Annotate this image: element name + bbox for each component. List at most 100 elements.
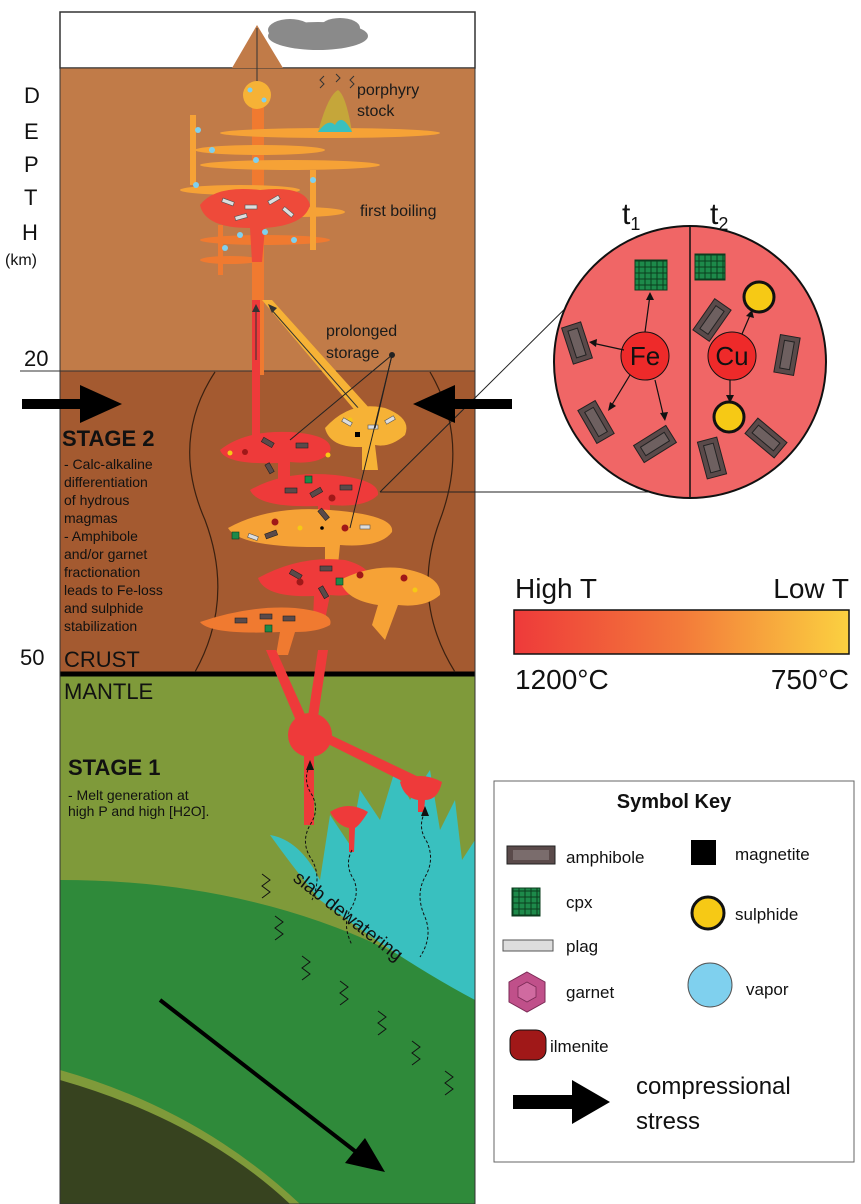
cpx-crystal <box>265 625 272 632</box>
magnetite-crystal <box>320 526 324 530</box>
vapor-icon <box>688 963 732 1007</box>
inset-t1-subscript: 1 <box>630 214 640 234</box>
vapor-bubble <box>310 177 316 183</box>
temperature-high-value: 1200°C <box>515 664 609 695</box>
ash-cloud-puff-2 <box>320 18 360 38</box>
vapor-bubble <box>222 245 228 251</box>
porphyry-label: porphyry <box>357 82 419 99</box>
ilmenite-crystal <box>242 449 248 455</box>
ilmenite-crystal <box>357 572 364 579</box>
cpx-icon <box>512 888 540 916</box>
stage1-desc-line: - Melt generation at <box>68 787 189 803</box>
stage1-title: STAGE 1 <box>68 755 161 780</box>
amphibole-crystal <box>283 616 295 621</box>
depth-mark-20: 20 <box>24 346 48 371</box>
vapor-bubble <box>209 147 215 153</box>
amphibole-crystal <box>296 443 308 448</box>
vapor-bubble <box>237 232 243 238</box>
ilmenite-icon <box>510 1030 546 1060</box>
key-label-stress: stress <box>636 1108 700 1135</box>
depth-letter: T <box>24 185 37 210</box>
key-label-magnetite: magnetite <box>735 845 810 864</box>
depth-letter: H <box>22 220 38 245</box>
inset-cpx <box>635 260 667 290</box>
storage-label: storage <box>326 345 379 362</box>
sulphide-icon <box>692 897 724 929</box>
temperature-low-label: Low T <box>773 573 849 604</box>
magnetite-icon <box>691 840 716 865</box>
amphibole-crystal <box>340 485 352 490</box>
magnetite-crystal <box>355 432 360 437</box>
temperature-low-value: 750°C <box>771 664 849 695</box>
stage2-desc-line: differentiation <box>64 474 148 490</box>
depth-letter: D <box>24 83 40 108</box>
vapor-bubble <box>291 237 297 243</box>
plag-crystal <box>368 425 378 429</box>
amphibole-crystal <box>260 614 272 619</box>
sulphide-crystal <box>326 453 331 458</box>
stage2-desc-line: fractionation <box>64 564 140 580</box>
pointer-dot <box>390 353 395 358</box>
vapor-bubble <box>262 229 268 235</box>
stage2-desc-line: magmas <box>64 510 118 526</box>
depth-axis: D E P T H (km) 20 50 <box>5 83 48 670</box>
inset-fe-label: Fe <box>630 341 660 371</box>
stage2-desc-line: stabilization <box>64 618 137 634</box>
stage2-desc-line: - Calc-alkaline <box>64 456 153 472</box>
first-boiling-label: first boiling <box>360 203 436 220</box>
key-label-cpx: cpx <box>566 893 593 912</box>
key-label-amphibole: amphibole <box>566 848 644 867</box>
crust-label: CRUST <box>64 647 140 672</box>
key-label-garnet: garnet <box>566 983 614 1002</box>
vapor-bubble <box>195 127 201 133</box>
left-arrow-shaft <box>22 399 82 409</box>
temperature-gradient-bar <box>514 610 849 654</box>
depth-letter: P <box>24 152 39 177</box>
cpx-crystal <box>336 578 343 585</box>
ilmenite-crystal <box>297 579 304 586</box>
stock-label: stock <box>357 103 395 120</box>
stage2-desc-line: and/or garnet <box>64 546 147 562</box>
stage2-desc-line: - Amphibole <box>64 528 138 544</box>
temperature-high-label: High T <box>515 573 597 604</box>
amphibole-icon <box>507 846 555 864</box>
sill <box>200 256 260 264</box>
amphibole-crystal <box>235 618 247 623</box>
key-label-plag: plag <box>566 937 598 956</box>
dyke <box>190 115 196 185</box>
dyke <box>218 225 223 275</box>
inset-sulphide <box>714 402 744 432</box>
inset-cu-label: Cu <box>715 341 748 371</box>
sulphide-crystal <box>298 526 303 531</box>
depth-unit: (km) <box>5 252 37 269</box>
stage2-title: STAGE 2 <box>62 426 155 451</box>
key-label-ilmenite: ilmenite <box>550 1037 609 1056</box>
summit-chamber <box>243 81 271 109</box>
plag-crystal <box>360 525 370 529</box>
stage2-desc-line: leads to Fe-loss <box>64 582 163 598</box>
inset-t2-subscript: 2 <box>718 214 728 234</box>
stage1-desc-line: high P and high [H2O]. <box>68 803 209 819</box>
ilmenite-crystal <box>342 525 349 532</box>
key-label-compressional: compressional <box>636 1073 791 1100</box>
inset-t2-label: t2 <box>710 198 728 234</box>
depth-mark-50: 50 <box>20 645 44 670</box>
inset-cpx <box>695 254 725 280</box>
vapor-bubble <box>193 182 199 188</box>
symbol-key-title: Symbol Key <box>617 791 732 813</box>
sill <box>200 160 380 170</box>
cpx-crystal <box>305 476 312 483</box>
cpx-crystal <box>232 532 239 539</box>
stage2-desc-line: and sulphide <box>64 600 144 616</box>
plag-crystal <box>245 205 257 209</box>
mantle-label: MANTLE <box>64 679 153 704</box>
plag-icon <box>503 940 553 951</box>
ilmenite-crystal <box>272 519 279 526</box>
amphibole-crystal <box>320 566 332 571</box>
ash-cloud-puff <box>268 19 312 41</box>
inset-t1-label: t1 <box>622 198 640 234</box>
ilmenite-crystal <box>329 495 336 502</box>
key-label-sulphide: sulphide <box>735 905 798 924</box>
inset-sulphide <box>744 282 774 312</box>
